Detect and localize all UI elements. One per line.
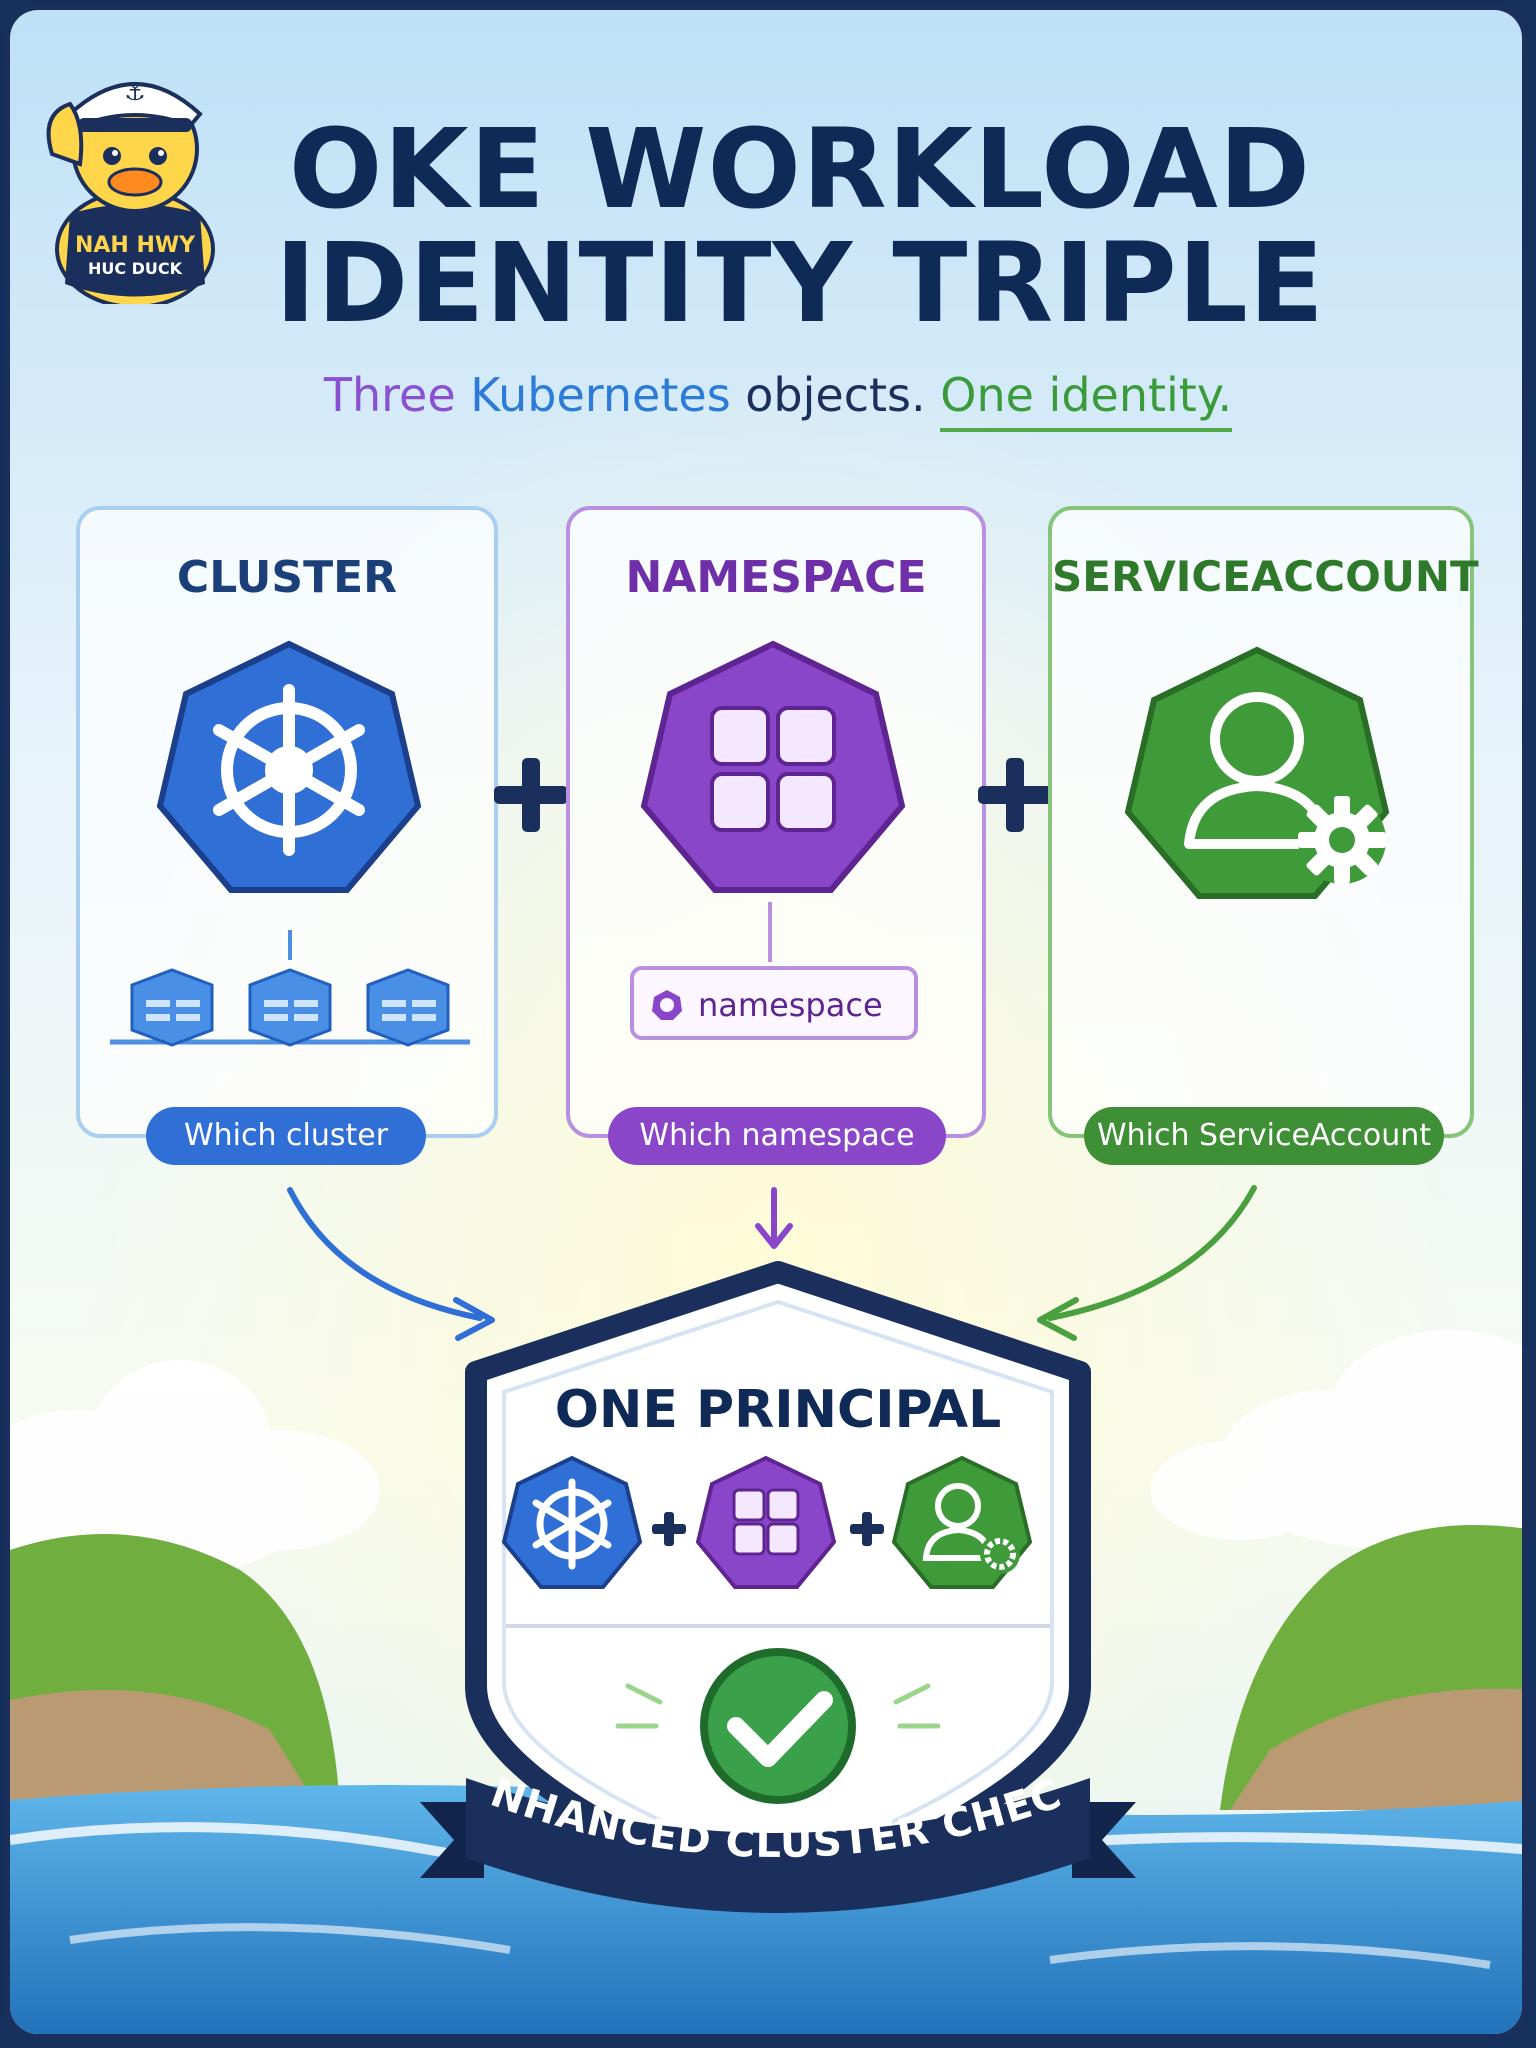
subtitle-word-three: Three — [323, 368, 456, 422]
mascot-shirt-line2: HUC DUCK — [88, 259, 183, 278]
mascot-shirt-line1: NAH HWY — [75, 233, 196, 258]
plus-icon — [494, 758, 568, 832]
plus-icon — [978, 758, 1052, 832]
kubernetes-wheel-icon — [156, 640, 422, 893]
service-account-icon — [1124, 646, 1390, 899]
subtitle-word-kubernetes: Kubernetes — [470, 368, 731, 422]
namespace-tag-label: namespace — [698, 986, 883, 1024]
cluster-panel-title: CLUSTER — [176, 552, 398, 603]
namespace-tag-icon — [652, 990, 682, 1020]
namespace-panel-title: NAMESPACE — [625, 552, 927, 603]
sailor-duck-mascot: NAH HWY HUC DUCK ⚓ — [46, 78, 215, 304]
which-serviceaccount-pill: Which ServiceAccount — [1084, 1107, 1444, 1165]
cluster-nodes-diagram — [110, 930, 470, 1047]
plus-icon — [850, 1512, 884, 1546]
serviceaccount-panel: SERVICEACCOUNT — [1048, 506, 1479, 1138]
serviceaccount-panel-title: SERVICEACCOUNT — [1052, 552, 1479, 601]
title-line-2: IDENTITY TRIPLE — [275, 219, 1325, 347]
service-account-icon — [891, 1455, 1033, 1589]
cloud-right — [1150, 1330, 1522, 1550]
island-left — [10, 1534, 340, 1810]
namespace-grid-icon — [640, 640, 906, 893]
subtitle-word-objects: objects. — [745, 368, 926, 422]
cloud-left — [10, 1360, 380, 1580]
poster-frame: NAH HWY HUC DUCK ⚓ OKE WORKLOAD IDENTITY… — [4, 4, 1528, 2040]
green-check-icon — [615, 1648, 941, 1804]
namespace-grid-icon — [695, 1455, 837, 1589]
cluster-panel: CLUSTER — [76, 506, 498, 1138]
anchor-icon: ⚓ — [124, 78, 146, 106]
flow-arrows — [287, 1185, 1257, 1341]
enhanced-cluster-check-ribbon: ENHANCED CLUSTER CHECK — [414, 1762, 1136, 1913]
arrow-from-cluster — [287, 1187, 483, 1321]
gear-icon — [1298, 796, 1386, 884]
namespace-tag: namespace — [630, 966, 918, 1040]
which-cluster-pill: Which cluster — [146, 1107, 426, 1165]
one-principal-badge — [465, 1261, 1091, 1913]
arrow-from-serviceaccount — [1047, 1185, 1257, 1321]
namespace-connector — [768, 902, 772, 962]
subtitle-one-identity: One identity. — [940, 368, 1233, 432]
kubernetes-wheel-icon — [501, 1455, 643, 1589]
subtitle: Three Kubernetes objects. One identity. — [210, 368, 1346, 432]
plus-icon — [652, 1512, 686, 1546]
island-right — [1220, 1525, 1522, 1810]
one-principal-title: ONE PRINCIPAL — [554, 1380, 1002, 1440]
namespace-panel: NAMESPACE namespace — [566, 506, 986, 1138]
which-namespace-pill: Which namespace — [608, 1107, 946, 1165]
title-line-1: OKE WORKLOAD — [288, 105, 1312, 233]
